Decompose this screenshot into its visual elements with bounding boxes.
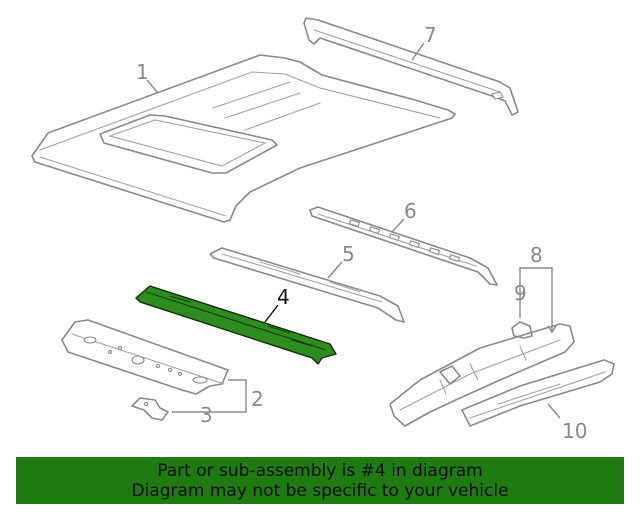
part-3-bracket[interactable]	[131, 397, 169, 421]
callout-9[interactable]: 9	[514, 281, 527, 305]
callout-label-10: 10	[562, 419, 587, 443]
part-9-clip[interactable]	[511, 321, 533, 339]
callout-label-1: 1	[136, 60, 149, 84]
part-4-roof-bow-highlighted[interactable]	[135, 285, 337, 365]
callout-5[interactable]: 5	[327, 242, 355, 279]
callout-label-8: 8	[530, 243, 543, 267]
callout-8[interactable]: 8	[519, 243, 557, 334]
callout-4[interactable]: 4	[264, 285, 290, 323]
callout-6[interactable]: 6	[391, 199, 417, 233]
part-2-rear-header[interactable]	[61, 319, 229, 395]
parts-diagram: 1 7 6 5	[31, 17, 615, 443]
banner-line-part-number: Part or sub-assembly is #4 in diagram	[157, 461, 483, 481]
callout-10[interactable]: 10	[547, 403, 587, 443]
part-8-side-rail[interactable]	[389, 323, 575, 427]
banner-line-disclaimer: Diagram may not be specific to your vehi…	[131, 481, 509, 501]
callout-label-5: 5	[342, 242, 355, 266]
callout-label-4: 4	[277, 285, 290, 309]
callout-label-7: 7	[424, 23, 437, 47]
callout-label-3: 3	[200, 403, 213, 427]
callout-label-2: 2	[251, 387, 264, 411]
callout-3[interactable]: 3	[200, 403, 213, 427]
callout-label-6: 6	[404, 199, 417, 223]
part-6-roof-bow[interactable]	[309, 206, 498, 286]
part-10-rocker[interactable]	[461, 359, 615, 427]
callout-7[interactable]: 7	[411, 23, 437, 61]
part-5-roof-bow[interactable]	[209, 247, 405, 323]
part-1-roof-panel[interactable]	[31, 54, 456, 223]
callout-label-9: 9	[514, 281, 527, 305]
part-info-banner: Part or sub-assembly is #4 in diagram Di…	[16, 457, 624, 504]
callout-2[interactable]: 2	[172, 379, 264, 413]
part-7-rail[interactable]	[303, 17, 519, 116]
callout-1[interactable]: 1	[136, 60, 159, 94]
